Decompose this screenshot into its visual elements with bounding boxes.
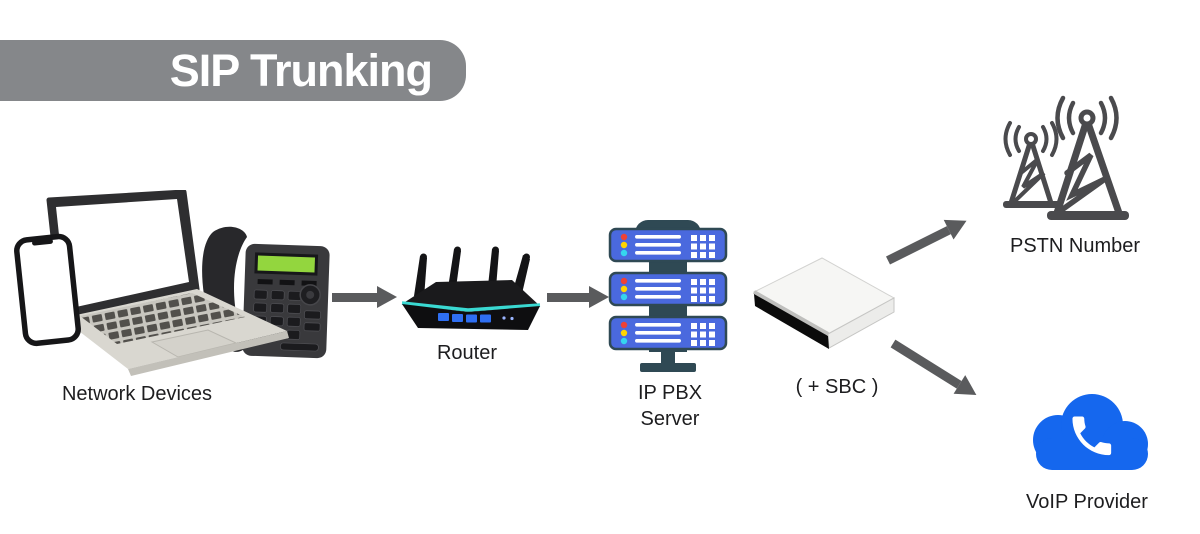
cell-towers-icon bbox=[1003, 95, 1129, 220]
sbc-label: ( + SBC ) bbox=[795, 376, 879, 398]
ip-pbx-label-line1: IP PBX bbox=[637, 382, 703, 404]
arrow-devices-to-router-icon bbox=[332, 286, 397, 308]
pstn-label: PSTN Number bbox=[1009, 235, 1141, 257]
title-banner: SIP Trunking bbox=[0, 40, 466, 101]
ip-pbx-label-line2: Server bbox=[640, 408, 700, 430]
cloud-phone-icon bbox=[1033, 394, 1148, 470]
network-devices-label: Network Devices bbox=[61, 383, 213, 405]
voip-label: VoIP Provider bbox=[1026, 491, 1148, 513]
server-rack-icon bbox=[608, 220, 728, 372]
arrow-router-to-server-icon bbox=[547, 286, 609, 308]
ip-pbx-server-label: IP PBX Server bbox=[560, 380, 780, 432]
hardware-box-icon bbox=[752, 257, 896, 349]
arrow-sbc-to-pstn-icon bbox=[885, 226, 951, 265]
laptop-smartphone-deskphone-icon bbox=[14, 190, 330, 376]
smartphone-icon bbox=[14, 233, 81, 347]
router-label: Router bbox=[436, 342, 498, 364]
laptop-icon bbox=[46, 190, 289, 376]
page-title: SIP Trunking bbox=[169, 45, 433, 96]
wireless-router-icon bbox=[401, 246, 541, 330]
phone-handset-icon bbox=[1072, 416, 1112, 456]
